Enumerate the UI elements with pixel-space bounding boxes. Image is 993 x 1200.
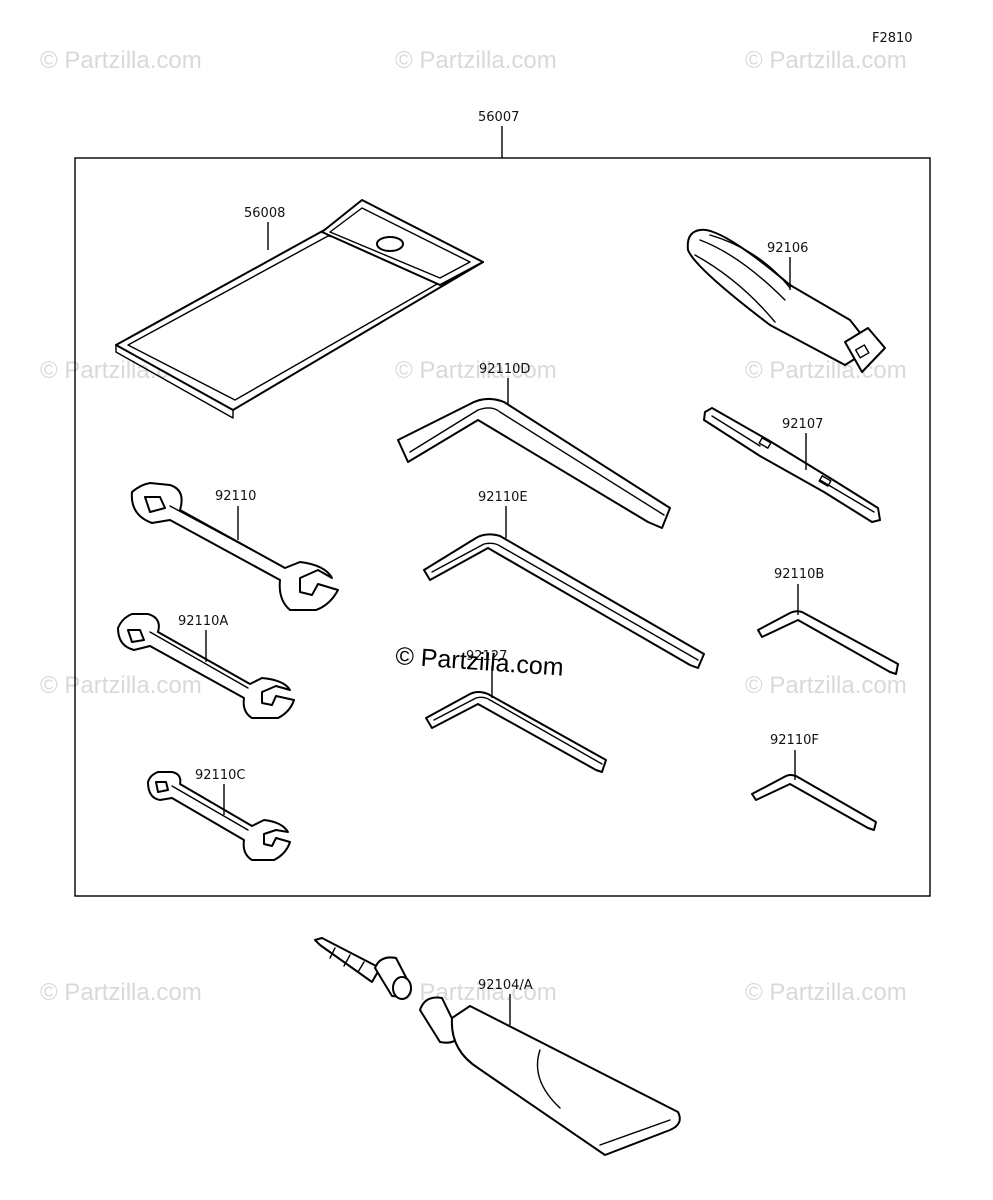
watermark-group: © Partzilla.com © Partzilla.com © Partzi… <box>40 47 907 1006</box>
part-label-92110E: 92110E <box>478 490 528 505</box>
kit-label: 56007 <box>478 110 519 125</box>
watermark: © Partzilla.com <box>745 672 907 699</box>
part-label-92110: 92110 <box>215 489 256 504</box>
part-label-92110B: 92110B <box>774 567 824 582</box>
figure-code: F2810 <box>872 31 913 46</box>
watermark: © Partzilla.com <box>395 47 557 74</box>
part-label-92110A: 92110A <box>178 614 228 629</box>
wrench-92110-illustration <box>130 482 339 611</box>
hex-key-92110D-illustration <box>397 398 671 529</box>
screwdriver-handle-illustration <box>686 228 886 373</box>
part-label-92110F: 92110F <box>770 733 819 748</box>
tool-bag-illustration <box>115 199 484 419</box>
screwdriver-bit-illustration <box>703 407 881 523</box>
part-label-92127: 92127 <box>466 649 507 664</box>
part-label-92104-A: 92104/A <box>478 978 533 993</box>
watermark: © Partzilla.com <box>745 979 907 1006</box>
part-label-92106: 92106 <box>767 241 808 256</box>
watermark: © Partzilla.com <box>40 672 202 699</box>
watermark: © Partzilla.com <box>40 979 202 1006</box>
part-label-56008: 56008 <box>244 206 285 221</box>
grease-tube-illustration <box>314 937 681 1156</box>
wrench-92110A-illustration <box>117 613 295 719</box>
watermark: © Partzilla.com <box>745 357 907 384</box>
part-label-92107: 92107 <box>782 417 823 432</box>
watermark: © Partzilla.com <box>745 47 907 74</box>
hex-key-92110F-illustration <box>751 774 877 831</box>
watermark: © Partzilla.com <box>40 47 202 74</box>
watermark-center: © Partzilla.com <box>395 642 565 682</box>
watermark: © Partzilla.com <box>395 979 557 1006</box>
hex-key-92110B-illustration <box>757 610 899 675</box>
hex-key-92110E-illustration <box>423 533 705 669</box>
part-label-92110C: 92110C <box>195 768 245 783</box>
kit-box <box>74 157 931 897</box>
part-label-92110D: 92110D <box>479 362 530 377</box>
hex-key-92127-illustration <box>425 691 607 773</box>
watermark: © Partzilla.com <box>395 357 557 384</box>
wrench-92110C-illustration <box>147 771 291 861</box>
